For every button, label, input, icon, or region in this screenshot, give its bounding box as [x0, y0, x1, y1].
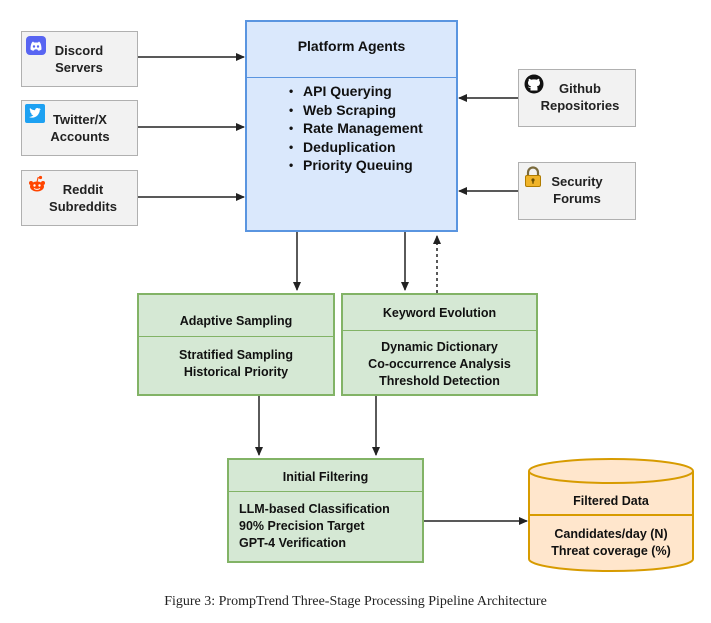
initial-filtering-title: Initial Filtering — [282, 470, 369, 484]
platform-agents-title: Platform Agents — [297, 38, 406, 54]
platform-agents-list: API Querying Web Scraping Rate Managemen… — [289, 82, 423, 175]
twitter-label-line2: Accounts — [50, 129, 110, 144]
initial-filtering-details: LLM-based Classification 90% Precision T… — [239, 501, 422, 552]
initial-filtering-divider — [229, 491, 422, 492]
discord-label-line2: Servers — [55, 60, 103, 75]
platform-agents-divider — [247, 77, 456, 78]
source-reddit-subreddits: Reddit Subreddits — [21, 170, 138, 226]
keyword-evolution-divider — [343, 330, 536, 331]
keyword-evolution-title: Keyword Evolution — [382, 306, 497, 320]
filtered-data-title: Filtered Data — [573, 494, 649, 508]
list-item: Rate Management — [289, 119, 423, 138]
adaptive-sampling-line: Historical Priority — [183, 365, 289, 379]
adaptive-sampling-title: Adaptive Sampling — [179, 314, 293, 328]
github-label-line2: Repositories — [540, 98, 620, 113]
initial-filtering-line: 90% Precision Target — [239, 519, 365, 533]
keyword-evolution-line: Threshold Detection — [379, 374, 500, 388]
keyword-evolution-line: Dynamic Dictionary — [381, 340, 498, 354]
reddit-label-line2: Subreddits — [49, 199, 117, 214]
discord-icon — [26, 36, 46, 58]
github-label-line1: Github — [559, 81, 601, 96]
filtered-data-cylinder — [528, 458, 694, 572]
keyword-evolution-box: Keyword Evolution Dynamic Dictionary Co-… — [341, 293, 538, 396]
initial-filtering-box: Initial Filtering LLM-based Classificati… — [227, 458, 424, 563]
filtered-data-details: Candidates/day (N) Threat coverage (%) — [529, 526, 693, 560]
filtered-data-line: Threat coverage (%) — [551, 544, 671, 558]
initial-filtering-line: LLM-based Classification — [239, 502, 390, 516]
keyword-evolution-line: Co-occurrence Analysis — [368, 357, 511, 371]
adaptive-sampling-divider — [139, 336, 333, 337]
security-label-line2: Forums — [553, 191, 601, 206]
figure-caption: Figure 3: PrompTrend Three-Stage Process… — [164, 594, 547, 609]
initial-filtering-line: GPT-4 Verification — [239, 536, 346, 550]
twitter-icon — [25, 104, 45, 126]
platform-agents-box: Platform Agents API Querying Web Scrapin… — [245, 20, 458, 232]
list-item: Priority Queuing — [289, 156, 423, 175]
filtered-data-line: Candidates/day (N) — [554, 527, 668, 541]
twitter-label-line1: Twitter/X — [53, 112, 107, 127]
source-github-repositories: Github Repositories — [518, 69, 636, 127]
source-security-forums: Security Forums — [518, 162, 636, 220]
list-item: API Querying — [289, 82, 423, 101]
source-twitter-accounts: Twitter/X Accounts — [21, 100, 138, 156]
reddit-label-line1: Reddit — [62, 182, 104, 197]
lock-icon — [524, 166, 542, 191]
security-label-line1: Security — [551, 174, 603, 189]
source-discord-servers: Discord Servers — [21, 31, 138, 87]
adaptive-sampling-line: Stratified Sampling — [179, 348, 293, 362]
keyword-evolution-details: Dynamic Dictionary Co-occurrence Analysi… — [343, 339, 536, 390]
github-icon — [524, 74, 544, 97]
list-item: Web Scraping — [289, 101, 423, 120]
adaptive-sampling-details: Stratified Sampling Historical Priority — [139, 347, 333, 381]
discord-label-line1: Discord — [54, 43, 104, 58]
adaptive-sampling-box: Adaptive Sampling Stratified Sampling Hi… — [137, 293, 335, 396]
reddit-icon — [27, 175, 47, 196]
list-item: Deduplication — [289, 138, 423, 157]
